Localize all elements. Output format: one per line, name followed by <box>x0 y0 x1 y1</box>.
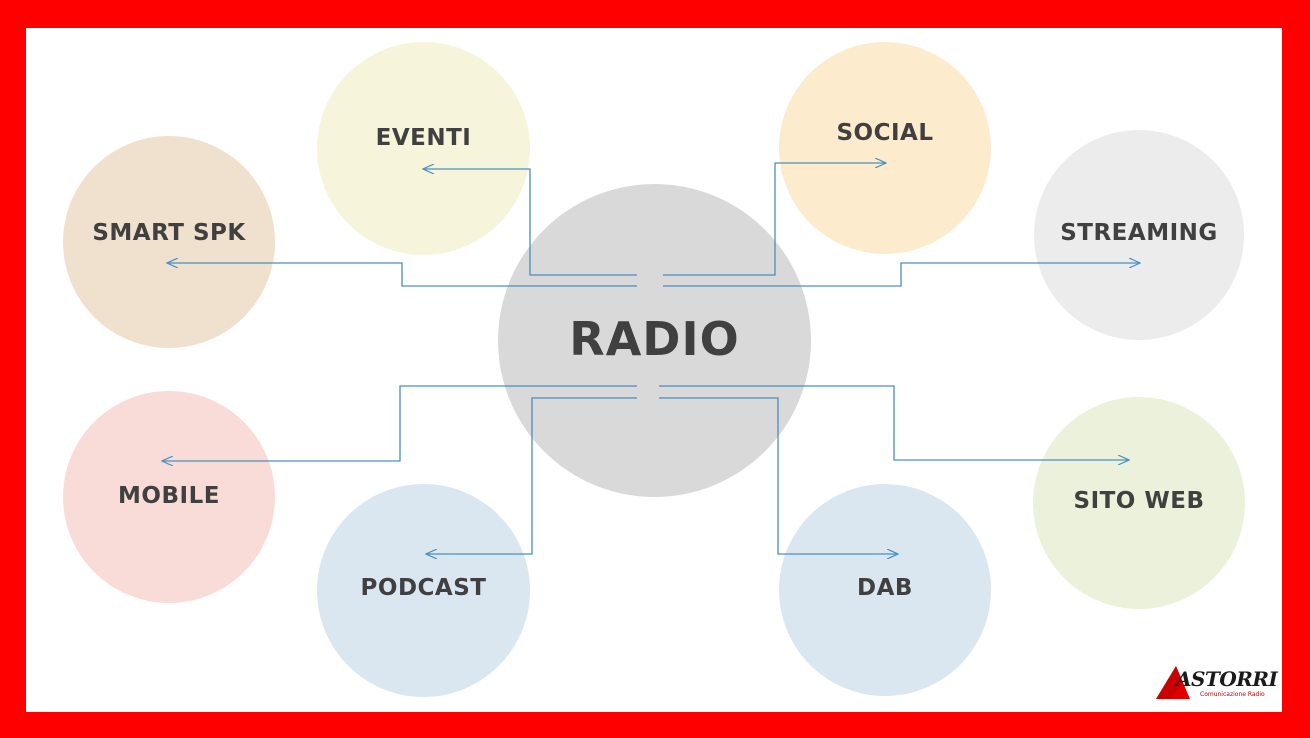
logo-wordmark: ASTORRI <box>1176 667 1278 691</box>
node-sito-web-label: SITO WEB <box>1073 488 1205 514</box>
node-social-label: SOCIAL <box>836 120 934 146</box>
node-sito-web: SITO WEB <box>1033 397 1245 609</box>
node-mobile: MOBILE <box>63 391 275 603</box>
logo-triangle-icon <box>1156 666 1190 699</box>
node-mobile-label: MOBILE <box>118 483 220 509</box>
node-radio-label: RADIO <box>569 312 740 366</box>
node-eventi-label: EVENTI <box>375 125 472 151</box>
node-smart-spk: SMART SPK <box>63 136 275 348</box>
node-streaming: STREAMING <box>1034 130 1244 340</box>
node-podcast-label: PODCAST <box>360 575 487 601</box>
node-podcast: PODCAST <box>317 484 530 697</box>
node-dab-label: DAB <box>857 575 913 601</box>
node-dab: DAB <box>779 484 991 696</box>
node-smart-spk-label: SMART SPK <box>92 220 246 246</box>
node-streaming-label: STREAMING <box>1060 220 1218 246</box>
node-social: SOCIAL <box>779 42 991 254</box>
logo-tagline: Comunicazione Radio <box>1200 691 1265 698</box>
node-radio: RADIO <box>498 184 811 497</box>
astorri-logo: ASTORRI Comunicazione Radio <box>1152 664 1278 704</box>
node-eventi: EVENTI <box>317 42 530 255</box>
